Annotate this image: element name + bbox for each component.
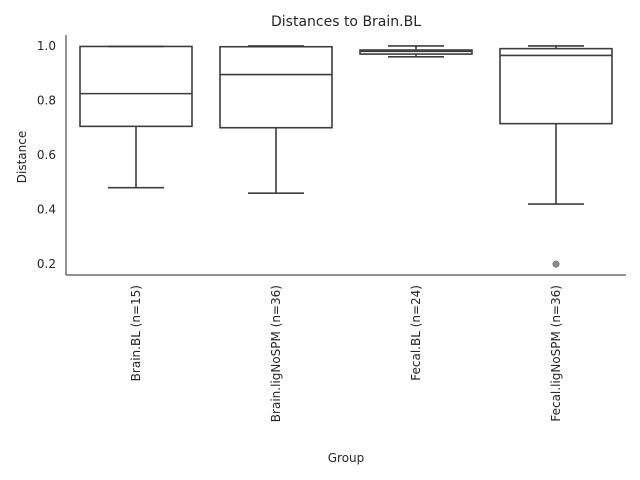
box-plot-item [79,45,193,189]
y-tick-label: 0.6 [37,148,56,162]
box-plot-item [499,45,613,268]
x-tick-label: Fecal.ligNoSPM (n=36) [549,285,563,422]
box-plot-item [359,45,473,58]
x-tick-label: Brain.ligNoSPM (n=36) [269,285,283,422]
iqr-box [499,47,613,125]
y-tick-label: 0.4 [37,203,56,217]
x-tick-label: Fecal.BL (n=24) [409,285,423,381]
boxes-group [79,45,613,268]
chart-title: Distances to Brain.BL [271,14,421,30]
x-axis-label: Group [328,451,365,465]
outlier-point [552,260,560,268]
y-tick-label: 0.8 [37,93,56,107]
iqr-box [79,45,193,128]
y-tick-label: 1.0 [37,39,56,53]
iqr-box [219,45,333,129]
x-tick-label: Brain.BL (n=15) [129,285,143,381]
y-axis-ticks: 0.2 0.4 0.6 0.8 1.0 [37,39,56,271]
y-tick-label: 0.2 [37,257,56,271]
y-axis-label: Distance [15,131,29,183]
x-axis-ticks: Brain.BL (n=15) Brain.ligNoSPM (n=36) Feca… [129,285,563,422]
box-plot-item [219,45,333,194]
